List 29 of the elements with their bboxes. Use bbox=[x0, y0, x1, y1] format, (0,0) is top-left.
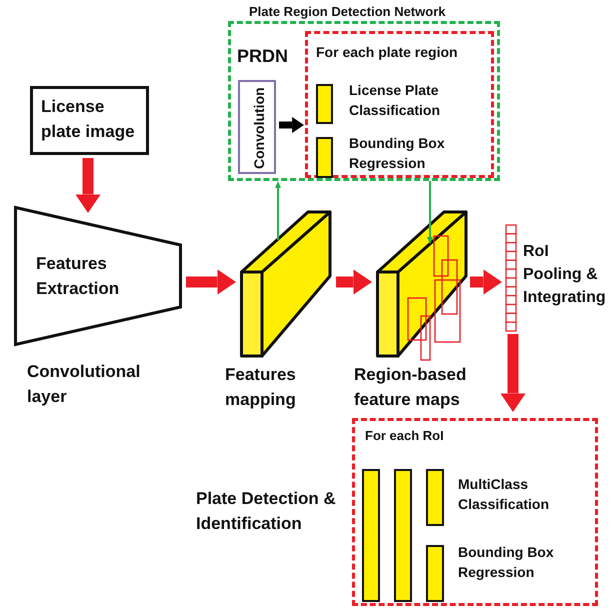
node-label: For each plate region bbox=[316, 43, 459, 62]
caption-label: Bounding Box Regression bbox=[458, 543, 555, 582]
caption-label: Features mapping bbox=[225, 364, 297, 411]
arrow bbox=[427, 181, 433, 244]
layer-bar bbox=[362, 469, 380, 602]
arrow bbox=[186, 269, 236, 295]
dashed-group-panel bbox=[305, 31, 494, 178]
node-label: Convolution bbox=[250, 86, 268, 171]
arrow bbox=[336, 269, 372, 295]
arrow bbox=[500, 334, 526, 412]
caption-label: Bounding Box Regression bbox=[349, 134, 446, 174]
node-label: License plate image bbox=[41, 96, 136, 143]
layer-bar bbox=[394, 469, 412, 602]
node-label: For each RoI bbox=[365, 427, 445, 445]
node-label: Features Extraction bbox=[36, 253, 120, 300]
caption-label: Convolutional layer bbox=[27, 361, 142, 408]
caption-label: RoI Pooling & Integrating bbox=[523, 242, 605, 308]
convolution-box bbox=[238, 80, 276, 174]
arrow bbox=[279, 116, 304, 134]
arrow bbox=[470, 269, 502, 295]
network-title: Plate Region Detection Network bbox=[249, 3, 446, 21]
caption-label: MultiClass Classification bbox=[458, 475, 550, 514]
input-box bbox=[30, 86, 149, 155]
caption-label: Plate Detection & Identification bbox=[196, 488, 337, 535]
caption-label: License Plate Classification bbox=[349, 81, 442, 120]
caption-label: Region-based feature maps bbox=[354, 364, 468, 411]
arrow bbox=[75, 158, 101, 213]
arrow bbox=[275, 181, 281, 240]
node-label: PRDN bbox=[237, 45, 290, 68]
